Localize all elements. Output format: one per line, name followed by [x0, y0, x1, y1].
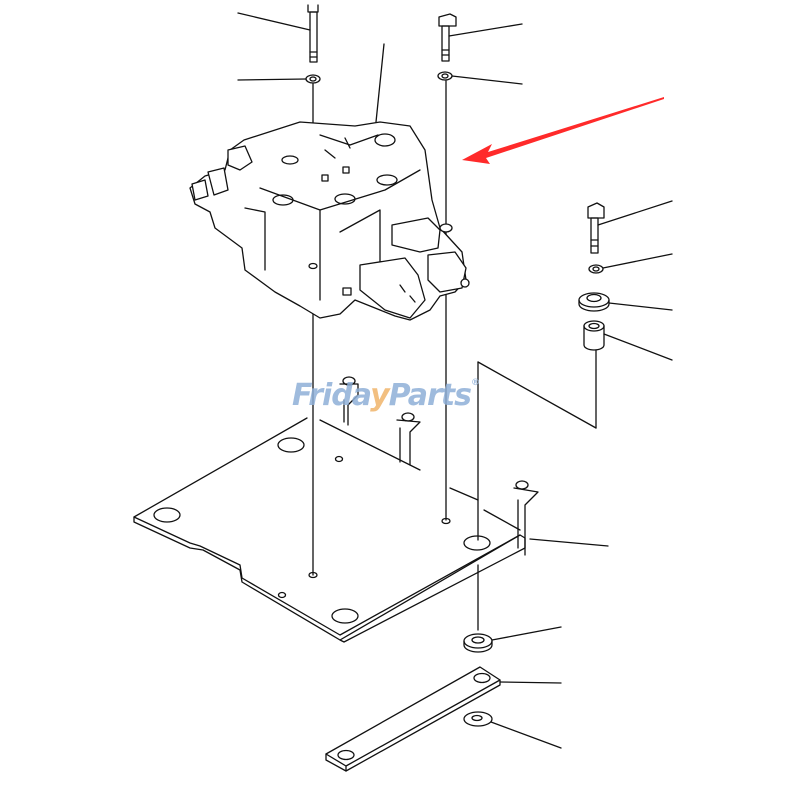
cushion-bottom	[463, 626, 562, 653]
bar-plate	[325, 666, 562, 772]
control-valve	[189, 121, 470, 321]
watermark-logo: FridayParts®	[292, 378, 480, 413]
spacer-side	[477, 320, 673, 541]
bolt-side	[587, 200, 673, 254]
registered-mark: ®	[470, 378, 480, 388]
highlight-arrow	[462, 97, 664, 164]
washer-bottom	[463, 711, 562, 749]
watermark-text-a: Frida	[292, 378, 371, 413]
washer-right-top	[437, 71, 523, 525]
valve-leader-line	[375, 43, 385, 123]
washer-side	[588, 253, 673, 274]
watermark-text-v: y	[370, 378, 390, 413]
bracket-back-left	[339, 376, 359, 426]
bolt-right-top	[438, 13, 523, 62]
bracket-right	[513, 480, 609, 556]
bolt-left-top	[237, 4, 319, 63]
mounting-plate	[133, 417, 526, 643]
cushion-side	[578, 292, 673, 312]
watermark-text-b: Parts	[388, 378, 472, 413]
bracket-back-mid	[396, 412, 421, 466]
